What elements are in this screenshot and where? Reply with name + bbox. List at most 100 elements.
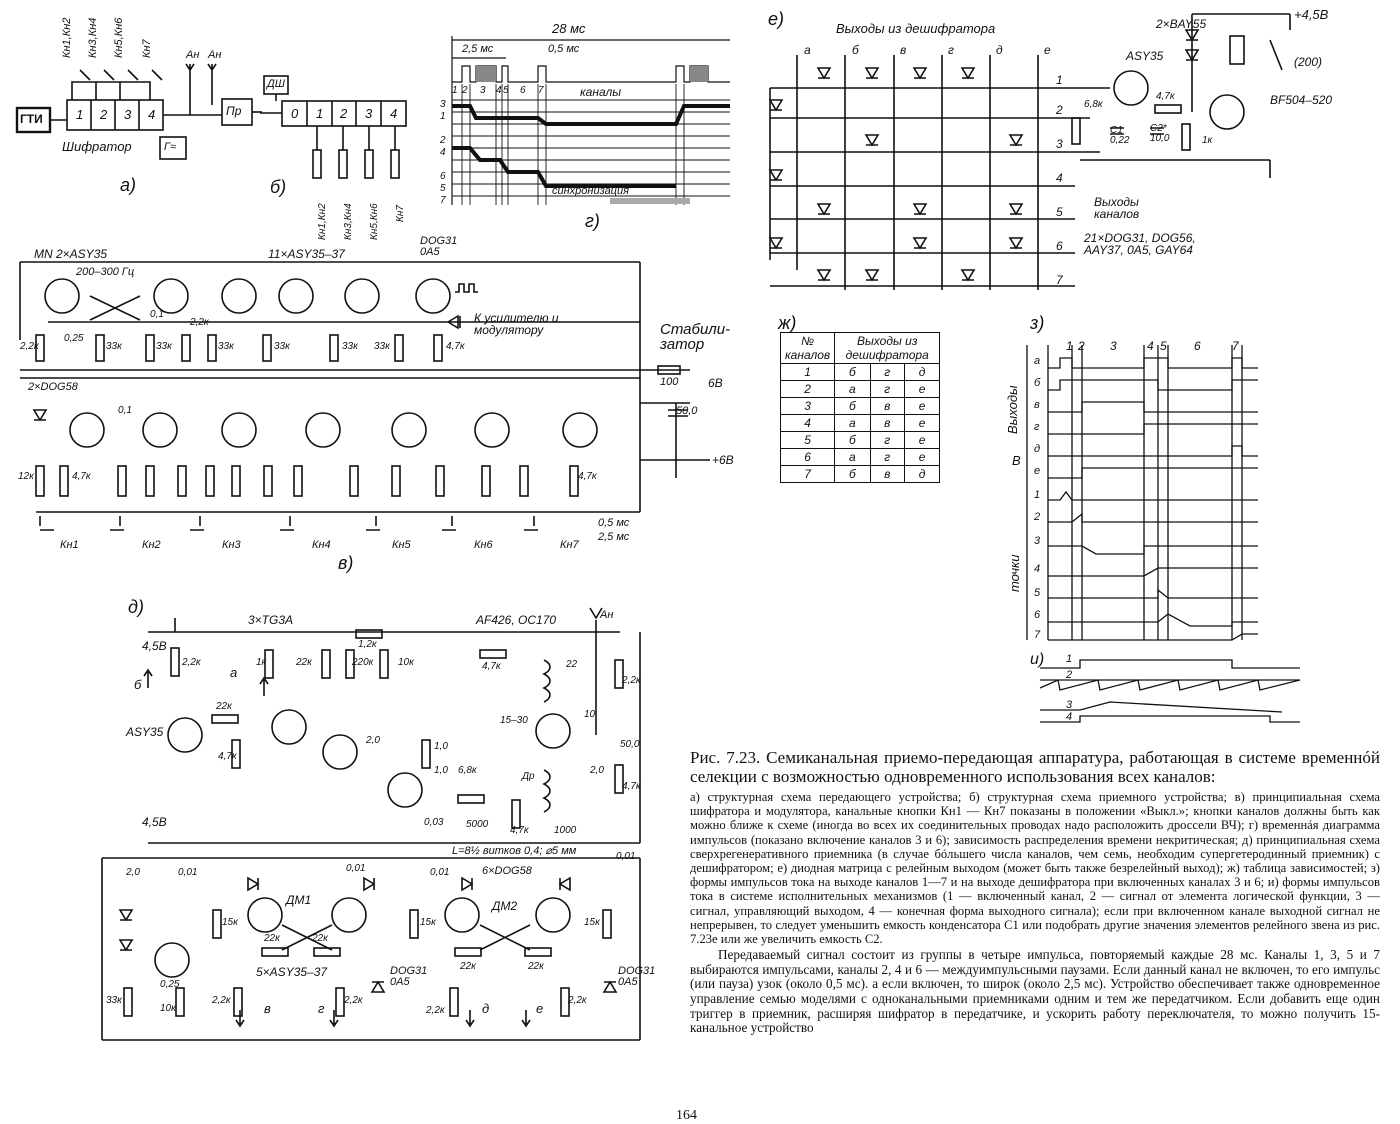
figure-caption: Рис. 7.23. Семиканальная приемо-передающ… — [690, 748, 1380, 1036]
antenna-label-d: Ан — [600, 609, 614, 621]
v-val: 0,25 — [64, 333, 84, 344]
d-val: 2,2к — [568, 995, 587, 1006]
table-cell-channel: 1 — [779, 363, 836, 381]
r1k-label: 1к — [1202, 135, 1213, 146]
in-b: б — [852, 43, 859, 57]
dec-cell-0: 0 — [291, 106, 299, 121]
table-cell-output: а — [834, 380, 871, 398]
d-val: 0,03 — [424, 817, 444, 828]
asy-label-e: ASY35 — [1126, 49, 1164, 63]
key-label-4: Кн7 — [141, 39, 153, 58]
bf-label: BF504–520 — [1270, 93, 1333, 107]
table-cell-output: а — [834, 414, 871, 432]
antenna-label-a2: Ан — [208, 49, 222, 61]
d-out-v: в — [264, 1001, 271, 1016]
encoder-label: Шифратор — [62, 139, 132, 154]
e-row-6: 6 — [1056, 239, 1063, 253]
narrow-pulse-label: 0,5 мс — [548, 43, 580, 55]
e-row-1: 1 — [1056, 73, 1063, 87]
c1-label: C1 0,22 — [1110, 125, 1130, 146]
d-val: 1000 — [554, 825, 577, 836]
z-pt-1: 1 — [1034, 489, 1041, 501]
slot-3: 3 — [480, 85, 486, 96]
table-cell-output: е — [904, 431, 941, 449]
d-val: 22к — [312, 933, 328, 944]
hf-label: AF426, OC170 — [476, 613, 557, 627]
table-cell-output: е — [904, 414, 941, 432]
transistors-label: 11×ASY35–37 — [268, 247, 345, 261]
panel-z — [1026, 345, 1258, 641]
mn-label: MN 2×ASY35 — [34, 247, 108, 261]
table-cell-channel: 3 — [779, 397, 836, 415]
e-row-4: 4 — [1056, 171, 1063, 185]
z-slot-3: 3 — [1110, 339, 1117, 353]
key-kn6: Кн6 — [474, 539, 493, 551]
z-pt-6: 6 — [1034, 609, 1041, 621]
key-label-3: Кн5,Кн6 — [113, 17, 125, 58]
diode-types-label: 21×DOG31, DOG56, AAY37, 0A5, GAY64 — [1084, 231, 1196, 257]
d-val: 1к — [256, 657, 267, 668]
slot-4: 4 — [496, 85, 502, 96]
row-3: 3 — [440, 99, 446, 110]
d-val: 4,7к — [218, 751, 237, 762]
e-row-2: 2 — [1056, 103, 1063, 117]
panel-i — [1039, 659, 1301, 723]
table-cell-output: д — [904, 363, 941, 381]
in-e: е — [1044, 43, 1051, 57]
d-val: 4,7к — [482, 661, 501, 672]
row-5: 5 — [440, 183, 446, 194]
table-cell-output: б — [834, 397, 871, 415]
freq-label: 200–300 Гц — [76, 266, 135, 278]
row-1: 1 — [440, 111, 446, 122]
table-cell-output: е — [904, 380, 941, 398]
row-2: 2 — [440, 135, 446, 146]
slot-5: 5 — [503, 85, 509, 96]
v-val: 4,7к — [578, 471, 597, 482]
table-header-channel: № каналов — [779, 332, 836, 364]
table-cell-output: в — [870, 414, 905, 432]
panel-label-z: з) — [1030, 313, 1045, 333]
asy-label-d: ASY35 — [126, 725, 164, 739]
z-v-label: В — [1012, 453, 1021, 468]
table-cell-output: а — [834, 448, 871, 466]
d-val: 2,2к — [622, 675, 641, 686]
v-val: 0,1 — [118, 405, 132, 416]
i-row-1: 1 — [1066, 653, 1073, 665]
table-cell-output: д — [904, 465, 941, 483]
d-val: 22к — [264, 933, 280, 944]
row-4: 4 — [440, 147, 446, 158]
in-v: в — [900, 43, 907, 57]
i-row-2: 2 — [1066, 669, 1073, 681]
d-val: 10к — [398, 657, 414, 668]
table-cell-output: б — [834, 431, 871, 449]
d-out-g: г — [318, 1001, 325, 1016]
channel-outputs-label: Выходы каналов — [1094, 195, 1140, 221]
table-cell-output: е — [904, 448, 941, 466]
page-number: 164 — [676, 1108, 697, 1123]
d-val: 2,2к — [426, 1005, 445, 1016]
z-pt-4: 4 — [1034, 563, 1041, 575]
z-points-label: точки — [1007, 554, 1022, 592]
z-slot-6: 6 — [1194, 339, 1201, 353]
caption-description: а) структурная схема передающего устройс… — [690, 790, 1380, 947]
z-out-d: д — [1034, 443, 1041, 455]
panel-label-d: д) — [128, 597, 144, 617]
v-val: 33к — [156, 341, 172, 352]
gti-block: ГТИ — [20, 112, 43, 126]
table-cell-output: в — [870, 465, 905, 483]
v-val: 33к — [106, 341, 122, 352]
z-slot-2: 2 — [1078, 339, 1085, 353]
body-text: Передаваемый сигнал состоит из группы в … — [690, 947, 1380, 1036]
panel-label-zh: ж) — [778, 313, 797, 333]
supply2-label-d: 4,5В — [142, 815, 167, 829]
slot-2: 2 — [462, 85, 468, 96]
sync-label: синхронизация — [552, 185, 629, 197]
in-a: а — [804, 43, 811, 57]
time-wide: 2,5 мс — [598, 531, 630, 543]
table-cell-output: г — [870, 380, 905, 398]
r47-label: 4,7к — [1156, 91, 1175, 102]
